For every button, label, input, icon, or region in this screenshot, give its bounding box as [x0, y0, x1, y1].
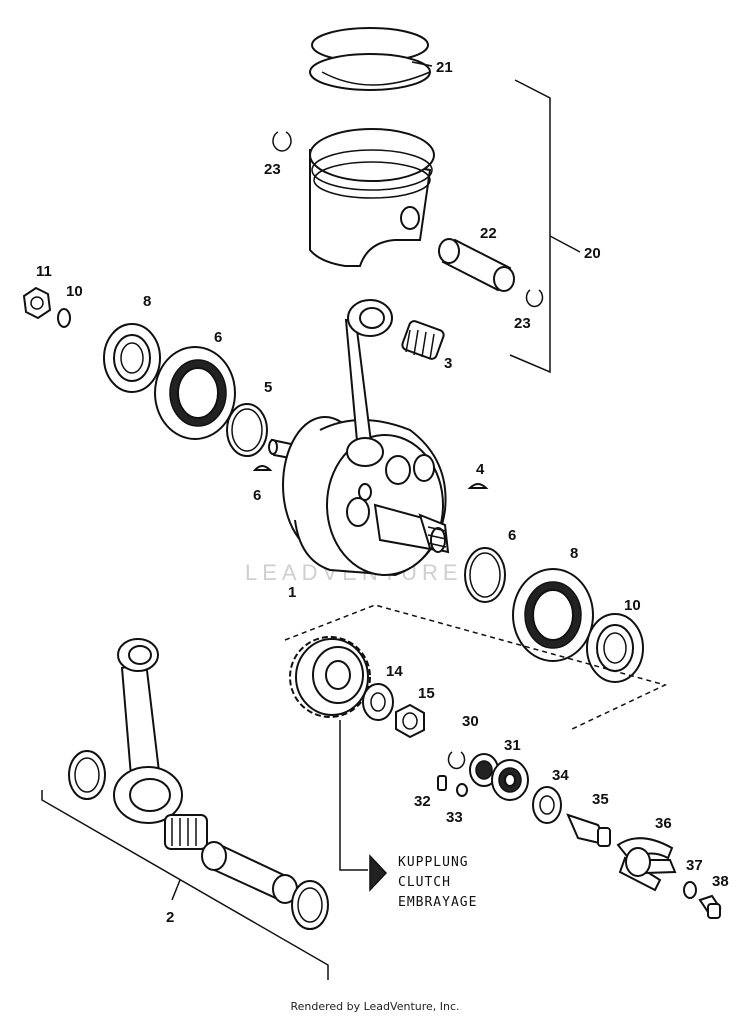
- part-label-3: 3: [444, 355, 452, 372]
- part-label-37: 37: [686, 857, 703, 874]
- circlip-top: [272, 131, 292, 152]
- part-label-31: 31: [504, 737, 521, 754]
- part-label-8-left: 6: [214, 329, 222, 346]
- big-end-needle-bearing: [164, 814, 208, 850]
- crankshaft: [268, 416, 450, 577]
- nut-15: [395, 703, 425, 739]
- impeller-36: [616, 837, 677, 892]
- part-label-32: 32: [414, 793, 431, 810]
- piston: [309, 128, 435, 267]
- part-label-21: 21: [436, 59, 453, 76]
- pin-32: [437, 775, 447, 791]
- connecting-rod-assembled: [344, 299, 393, 467]
- part-label-34: 34: [552, 767, 569, 784]
- part-label-35: 35: [592, 791, 609, 808]
- washer-12: [57, 308, 71, 328]
- bearing-31: [469, 753, 529, 801]
- shim-left: [226, 403, 268, 457]
- group-outline: [284, 604, 668, 731]
- seal-10: [586, 613, 644, 683]
- part-label-6-right: 6: [508, 527, 516, 544]
- main-bearing-left: [154, 346, 236, 440]
- washer-14: [362, 683, 394, 721]
- screw-38: [698, 894, 722, 919]
- part-label-12: 10: [66, 283, 83, 300]
- shaft-35: [566, 813, 611, 847]
- bracket-20: [509, 79, 551, 374]
- clutch-note-de: KUPPLUNG: [398, 855, 469, 870]
- piston-rings: [309, 27, 431, 91]
- seal-11: [103, 323, 161, 393]
- part-label-22: 22: [480, 225, 497, 242]
- woodruff-key-4: [467, 483, 489, 489]
- primary-gear: [289, 636, 371, 718]
- main-bearing-right: [512, 568, 594, 662]
- part-label-36: 36: [655, 815, 672, 832]
- shim-right: [464, 547, 506, 603]
- circlip-30: [447, 751, 466, 770]
- part-label-11: 8: [143, 293, 151, 310]
- part-label-20: 20: [584, 245, 601, 262]
- part-label-10: 10: [624, 597, 641, 614]
- part-label-2: 2: [166, 909, 174, 926]
- clutch-note-fr: EMBRAYAGE: [398, 895, 477, 910]
- part-label-33: 33: [446, 809, 463, 826]
- small-end-needle-bearing: [401, 320, 445, 360]
- part-label-13: 11: [36, 263, 52, 280]
- clutch-note-en: CLUTCH: [398, 875, 451, 890]
- part-label-14: 14: [386, 663, 403, 680]
- part-label-8-right: 8: [570, 545, 578, 562]
- part-label-6-left: 5: [264, 379, 272, 396]
- bracket-2: [41, 790, 329, 980]
- part-label-38: 38: [712, 873, 729, 890]
- connecting-rod-kit: [68, 638, 329, 930]
- part-label-23-top: 23: [264, 161, 281, 178]
- part-label-1: 1: [288, 584, 296, 601]
- washer-33: [456, 783, 468, 797]
- part-label-30: 30: [462, 713, 479, 730]
- footer-credit: Rendered by LeadVenture, Inc.: [290, 1000, 460, 1013]
- part-label-15: 15: [418, 685, 435, 702]
- circlip-right: [525, 289, 544, 308]
- part-label-5: 6: [253, 487, 261, 504]
- crank-pin: [201, 841, 298, 904]
- nut-13: [22, 286, 52, 320]
- seal-34: [532, 786, 562, 824]
- part-label-23-right: 23: [514, 315, 531, 332]
- washer-37: [683, 881, 697, 899]
- clutch-arrow-head: [369, 854, 388, 892]
- piston-pin: [438, 238, 515, 292]
- woodruff-key-5: [252, 465, 273, 471]
- part-label-4: 4: [476, 461, 485, 478]
- clutch-arrow-line: [339, 720, 368, 871]
